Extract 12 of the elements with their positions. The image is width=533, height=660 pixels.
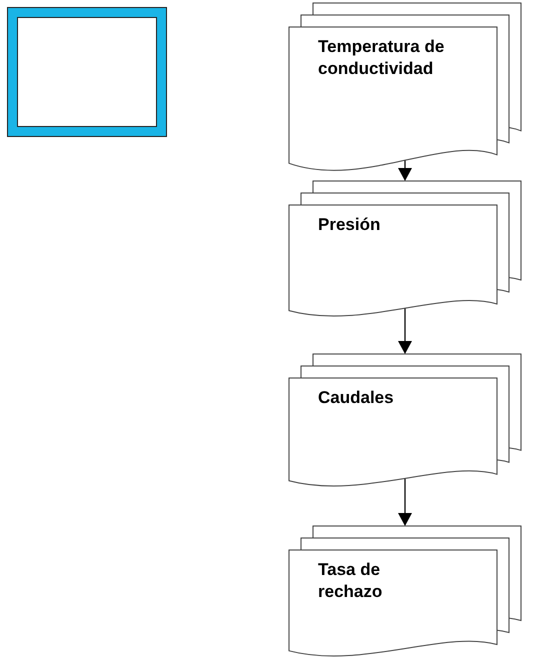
multi-document-shape (288, 2, 524, 170)
node-label: Presión (318, 214, 382, 236)
multi-document-shape (288, 353, 524, 486)
multi-document-shape (288, 525, 524, 656)
process-box (8, 8, 166, 136)
node-label: Caudales (318, 387, 395, 409)
node-label: Temperatura de conductividad (318, 36, 446, 80)
arrow (398, 308, 412, 354)
node-label: Tasa de rechazo (318, 559, 384, 603)
multi-document-shape (288, 180, 524, 316)
arrow (398, 478, 412, 526)
arrow (398, 160, 412, 181)
